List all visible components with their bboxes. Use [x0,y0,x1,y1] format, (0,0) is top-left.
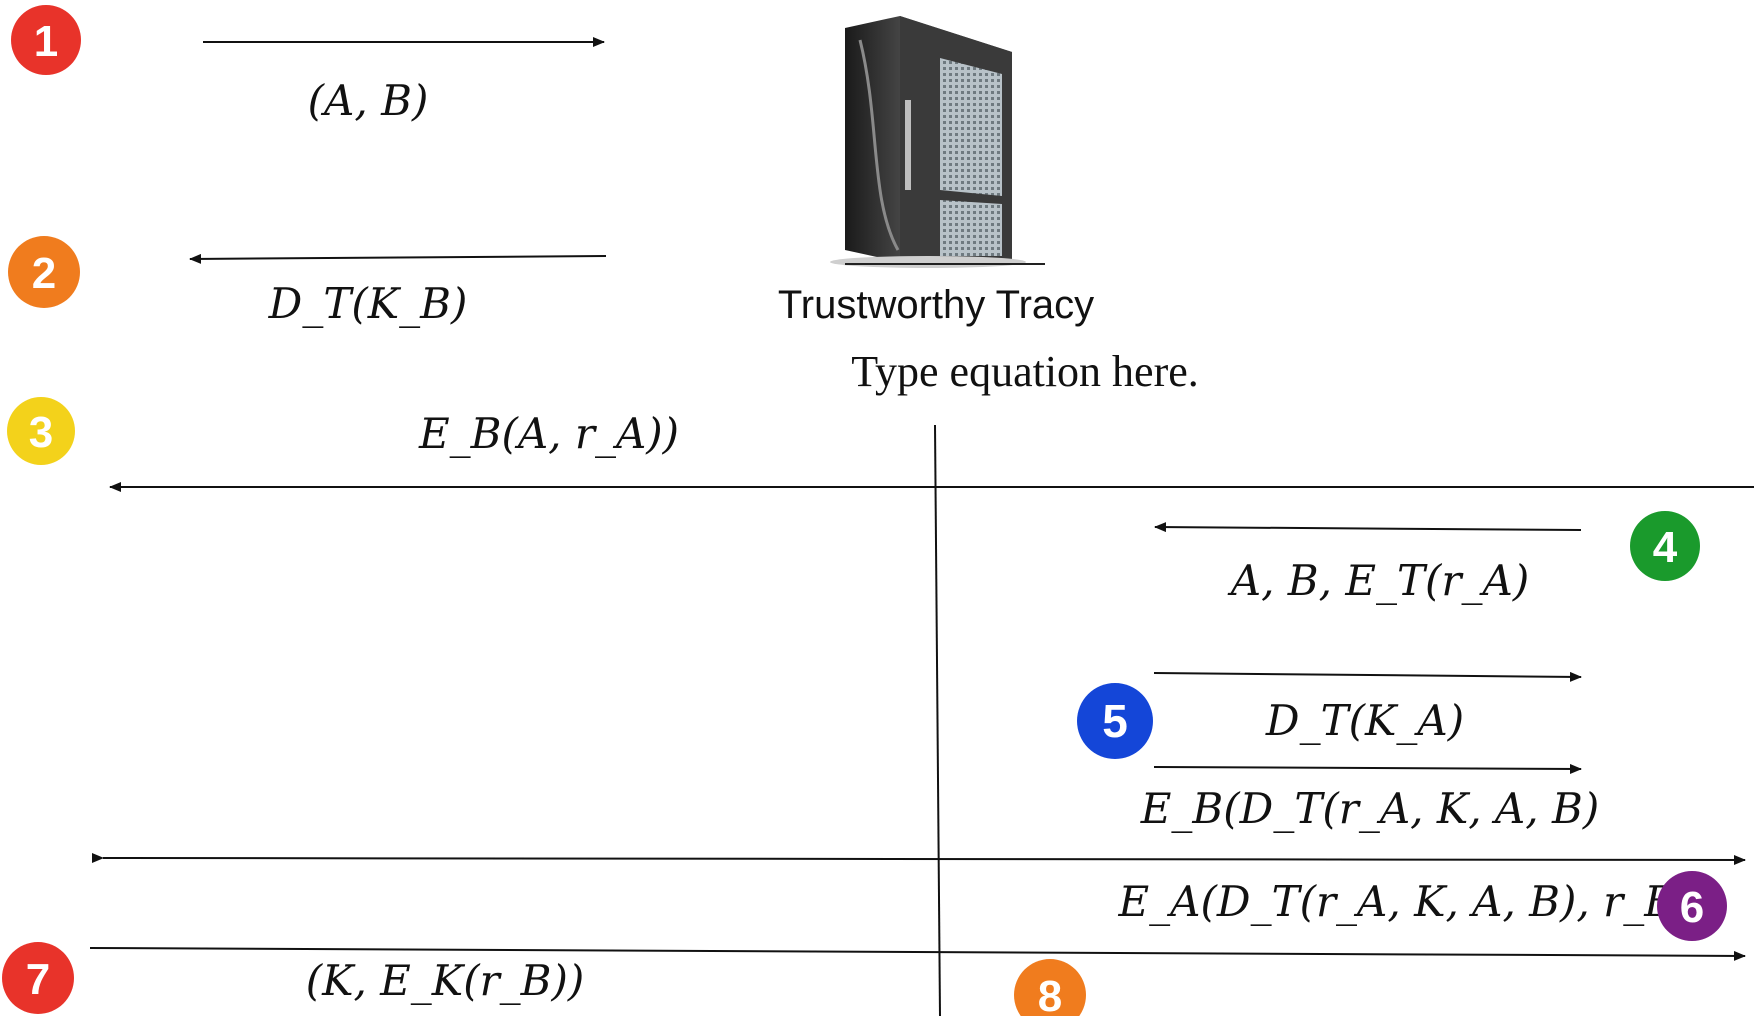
message-5a: D_T(K_A) [1265,696,1464,745]
step-6: E_A(D_T(r_A, K, A, B), r_B) [91,852,1746,926]
equation-placeholder: Type equation here. [851,347,1199,396]
step-badge-2: 2 [8,236,80,308]
step-badge-3: 3 [7,397,75,465]
step-badge-7-circle [2,942,74,1014]
message-1: (A, B) [308,76,429,125]
step-badge-4-circle [1630,511,1700,581]
server-label: Trustworthy Tracy [778,283,1094,327]
step-5: D_T(K_A) E_B(D_T(r_A, K, A, B) [1140,671,1599,833]
step-badge-3-circle [7,397,75,465]
message-4: A, B, E_T(r_A) [1227,556,1529,605]
step-badge-8-number: 8 [1038,972,1062,1016]
arrow-6 [91,852,1746,865]
step-badge-2-number: 2 [32,249,56,298]
message-3: E_B(A, r_A)) [418,409,679,458]
step-badge-5-circle [1077,683,1153,759]
step-badge-3-number: 3 [29,408,53,457]
step-badge-1-number: 1 [34,17,58,66]
step-badge-7-number: 7 [26,955,50,1004]
message-6: E_A(D_T(r_A, K, A, B), r_B) [1118,877,1692,926]
lifeline [934,424,941,1016]
step-badge-2-circle [8,236,80,308]
arrow-2 [189,253,607,264]
step-badge-5-number: 5 [1102,695,1128,747]
server-icon [830,16,1045,268]
step-7: (K, E_K(r_B)) [89,947,1746,1005]
step-badge-8: 8 [1014,959,1086,1016]
message-2: D_T(K_B) [268,279,468,328]
arrow-5a [1153,671,1582,682]
step-badge-4: 4 [1630,511,1700,581]
step-1: (A, B) [203,37,605,125]
step-badge-6: 6 [1657,871,1727,941]
step-badge-1-circle [11,5,81,75]
arrow-4 [1154,522,1582,533]
step-badge-4-number: 4 [1653,523,1678,572]
step-badge-6-circle [1657,871,1727,941]
step-3: E_B(A, r_A)) [109,409,1754,492]
step-badge-7: 7 [2,942,74,1014]
arrow-7 [89,947,1746,961]
step-badge-5: 5 [1077,683,1153,759]
message-7: (K, E_K(r_B)) [306,956,585,1005]
step-badge-1: 1 [11,5,81,75]
step-2: D_T(K_B) [189,253,607,328]
step-4: A, B, E_T(r_A) [1154,522,1582,605]
step-badge-6-number: 6 [1680,883,1704,932]
step-badge-8-circle [1014,959,1086,1016]
message-5b: E_B(D_T(r_A, K, A, B) [1140,784,1599,833]
arrow-5b [1153,763,1582,774]
